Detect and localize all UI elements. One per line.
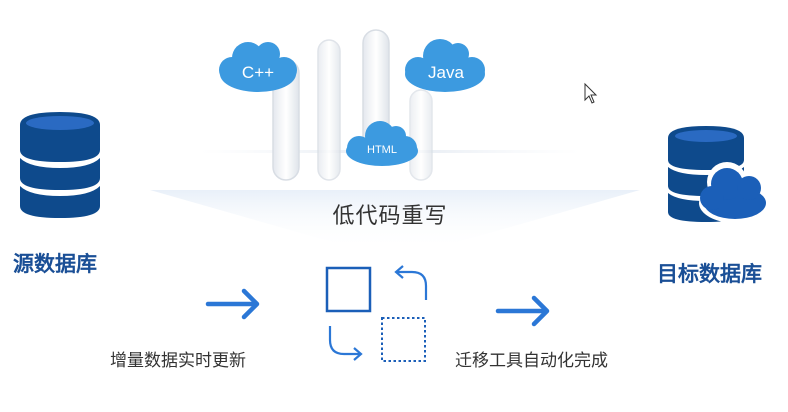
cloud-icon: [219, 42, 297, 92]
cloud-icon: [346, 121, 418, 166]
tube: [409, 89, 433, 181]
tube: [317, 39, 341, 181]
cursor-icon: [584, 82, 598, 104]
cloud-database-icon: [668, 126, 771, 223]
database-icon: [20, 112, 100, 218]
migration-tool-label: 迁移工具自动化完成: [455, 351, 608, 371]
cloud-icon: [405, 39, 485, 92]
incremental-update-label: 增量数据实时更新: [110, 351, 246, 371]
cloud-label-cpp: C++: [241, 63, 275, 82]
convert-icon: [325, 265, 428, 362]
source-db-label: 源数据库: [13, 252, 97, 276]
cloud-label-html: HTML: [367, 144, 397, 156]
right-arrow-icon: [495, 295, 550, 327]
funnel-beam: [150, 190, 640, 250]
right-arrow-icon: [205, 288, 260, 320]
low-code-rewrite-title: 低代码重写: [332, 204, 448, 229]
target-db-label: 目标数据库: [657, 262, 762, 286]
cloud-label-java: Java: [428, 63, 464, 82]
